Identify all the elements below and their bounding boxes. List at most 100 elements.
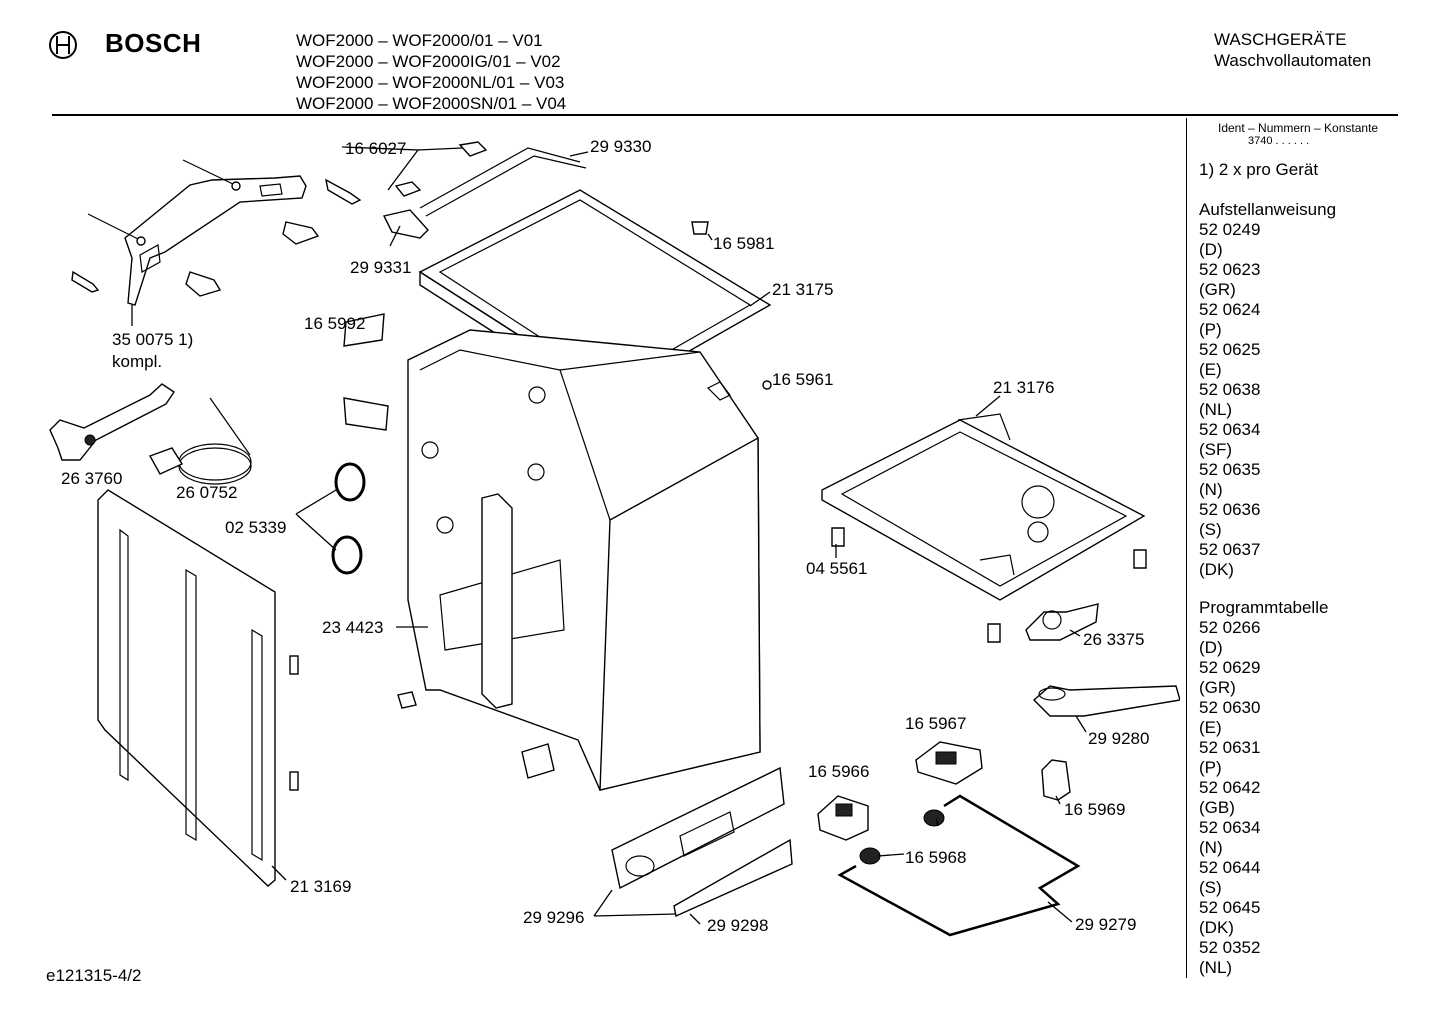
aufstell-number: 52 0623 <box>1199 260 1261 279</box>
part-label: 29 9331 <box>350 258 412 277</box>
screw-part <box>1133 549 1147 569</box>
part-label: 16 5981 <box>713 234 775 253</box>
programm-lang: (S) <box>1199 878 1222 897</box>
part-label: 04 5561 <box>806 559 868 578</box>
aufstell-lang: (NL) <box>1199 400 1233 419</box>
hinge-bracket-part <box>343 397 389 431</box>
aufstell-number: 52 0635 <box>1199 460 1261 479</box>
part-label: 16 5967 <box>905 714 967 733</box>
programmtabelle-title: Programmtabelle <box>1199 598 1329 617</box>
part-label: 16 6027 <box>345 139 407 158</box>
screw-part <box>987 623 1001 643</box>
header-divider <box>52 114 1398 116</box>
wire-loop-part <box>837 794 1081 937</box>
clip-part <box>397 691 417 709</box>
aufstell-number: 52 0624 <box>1199 300 1261 319</box>
aufstell-number: 52 0249 <box>1199 220 1261 239</box>
aufstell-number: 52 0637 <box>1199 540 1261 559</box>
bosch-logo-icon <box>49 31 77 59</box>
category-subtitle: Waschvollautomaten <box>1214 51 1372 70</box>
cap-part <box>859 847 881 865</box>
aufstell-number: 52 0634 <box>1199 420 1261 439</box>
programm-number: 52 0645 <box>1199 898 1261 917</box>
model-line-2: WOF2000 – WOF2000IG/01 – V02 <box>296 52 561 71</box>
programm-number: 52 0642 <box>1199 778 1261 797</box>
mount-bracket-part <box>521 743 555 779</box>
aufstell-lang: (P) <box>1199 320 1222 339</box>
part-label: 26 0752 <box>176 483 238 502</box>
category-title: WASCHGERÄTE <box>1214 30 1347 49</box>
aufstell-lang: (E) <box>1199 360 1222 379</box>
door-lock-parts <box>382 141 488 239</box>
leader-lines <box>131 146 1087 925</box>
programm-number: 52 0634 <box>1199 818 1261 837</box>
aufstell-number: 52 0636 <box>1199 500 1261 519</box>
part-label: 02 5339 <box>225 518 287 537</box>
rail-part <box>419 147 587 217</box>
aufstell-lang: (N) <box>1199 480 1223 499</box>
model-line-1: WOF2000 – WOF2000/01 – V01 <box>296 31 543 50</box>
programm-lang: (D) <box>1199 638 1223 657</box>
aufstell-lang: (D) <box>1199 240 1223 259</box>
programm-lang: (P) <box>1199 758 1222 777</box>
service-flap-part <box>343 313 385 347</box>
aufstell-lang: (DK) <box>1199 560 1234 579</box>
part-label: 23 4423 <box>322 618 384 637</box>
control-panel-part <box>611 766 793 917</box>
brand-name: BOSCH <box>105 28 202 58</box>
part-label: 29 9298 <box>707 916 769 935</box>
programm-number: 52 0630 <box>1199 698 1261 717</box>
model-line-3: WOF2000 – WOF2000NL/01 – V03 <box>296 73 565 92</box>
drawing-id: e121315-4/2 <box>46 966 142 985</box>
outlet-arm-part <box>1032 685 1180 717</box>
ident-title: Ident – Nummern – Konstante <box>1218 121 1379 135</box>
part-label: 16 5966 <box>808 762 870 781</box>
ident-value: 3740 . . . . . . <box>1248 135 1310 147</box>
sidebar-note: 1) 2 x pro Gerät <box>1199 160 1319 179</box>
sidebar-divider <box>1186 118 1187 978</box>
programm-lang: (DK) <box>1199 918 1234 937</box>
aufstell-number: 52 0625 <box>1199 340 1261 359</box>
part-label: 21 3169 <box>290 877 352 896</box>
programm-number: 52 0629 <box>1199 658 1261 677</box>
programm-lang: (NL) <box>1199 958 1233 977</box>
screw-part <box>691 221 709 235</box>
part-label: 16 5969 <box>1064 800 1126 819</box>
exploded-parts-drawing <box>49 141 1180 937</box>
part-label: 16 5961 <box>772 370 834 389</box>
programm-lang: (GB) <box>1199 798 1235 817</box>
side-panel-part <box>97 489 299 887</box>
part-label: 29 9280 <box>1088 729 1150 748</box>
plug-part <box>762 380 772 390</box>
part-label: kompl. <box>112 352 163 371</box>
door-seal-parts <box>331 462 366 575</box>
part-label: 21 3176 <box>993 378 1055 397</box>
base-plate-part <box>821 413 1146 601</box>
programm-number: 52 0352 <box>1199 938 1261 957</box>
model-line-4: WOF2000 – WOF2000SN/01 – V04 <box>296 94 567 113</box>
programm-lang: (E) <box>1199 718 1222 737</box>
part-label: 16 5968 <box>905 848 967 867</box>
screw-part <box>831 527 845 547</box>
programm-lang: (N) <box>1199 838 1223 857</box>
aufstell-number: 52 0638 <box>1199 380 1261 399</box>
wrench-part <box>49 383 175 461</box>
part-label: 29 9279 <box>1075 915 1137 934</box>
aufstellanweisung-title: Aufstellanweisung <box>1199 200 1337 219</box>
power-cable-part <box>148 397 252 485</box>
programm-lang: (GR) <box>1199 678 1236 697</box>
cabinet-body-part <box>407 329 761 791</box>
aufstell-lang: (GR) <box>1199 280 1236 299</box>
programm-number: 52 0644 <box>1199 858 1261 877</box>
part-label: 26 3760 <box>61 469 123 488</box>
part-label: 16 5992 <box>304 314 366 333</box>
part-label: 29 9330 <box>590 137 652 156</box>
aufstell-lang: (SF) <box>1199 440 1233 459</box>
programm-number: 52 0631 <box>1199 738 1261 757</box>
part-label: 21 3175 <box>772 280 834 299</box>
part-label: 26 3375 <box>1083 630 1145 649</box>
pump-part <box>1041 759 1071 801</box>
part-label: 29 9296 <box>523 908 585 927</box>
part-label: 35 0075 1) <box>112 330 194 349</box>
connector-block-part <box>817 795 869 841</box>
